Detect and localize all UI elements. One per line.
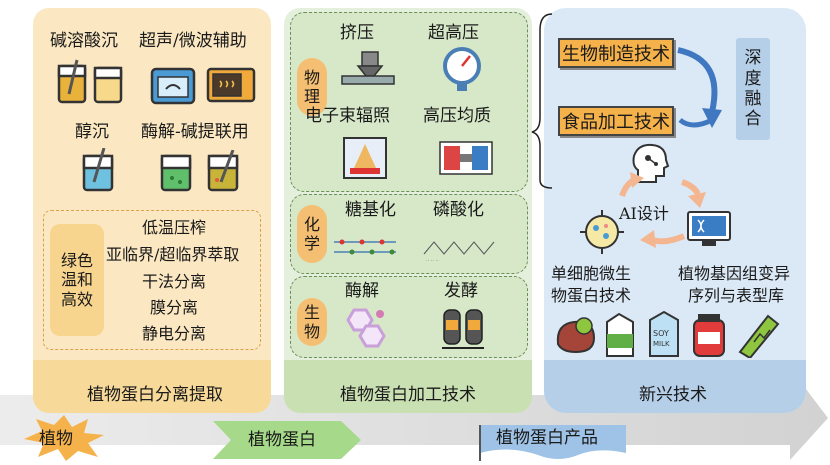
phosphorylation-structure-icon: ·· ·· ·· — [423, 241, 495, 264]
physical-ultrahigh-pressure: 超高压 — [428, 23, 479, 43]
ai-cycle-arrows — [619, 172, 706, 248]
microbe-icon — [580, 210, 624, 254]
ethanol-beaker-icon — [82, 148, 114, 192]
microwave-icon — [206, 67, 256, 103]
ai-design-label: AI设计 — [619, 204, 669, 223]
green-label-2: 温和 — [60, 270, 93, 290]
biological-fermentation: 发酵 — [444, 281, 478, 301]
stage-product-flag — [479, 425, 626, 461]
single-cell-line1: 单细胞微生 — [551, 264, 632, 283]
fermenter-icon — [442, 309, 484, 349]
stage-plant-label: 植物 — [39, 429, 73, 449]
method-alkali-acid: 碱溶酸沉 — [50, 31, 118, 51]
beaker-icon — [57, 59, 123, 104]
protein-bar-icon — [738, 314, 780, 358]
method-enzyme-alkali: 酶解-碱提联用 — [141, 122, 249, 142]
biological-tag-2: 物 — [303, 322, 320, 341]
deep-fusion-4: 合 — [744, 109, 762, 130]
green-method-membrane: 膜分离 — [150, 298, 199, 317]
plant-burst-icon — [24, 415, 104, 461]
chemical-phosphorylation: 磷酸化 — [433, 200, 484, 220]
fusion-arrows — [677, 47, 722, 128]
pressure-gauge-icon — [443, 47, 481, 91]
alkali-beaker-icon — [207, 150, 239, 192]
genome-computer-icon — [687, 211, 731, 246]
homogenizer-icon — [439, 141, 493, 175]
biological-tag: 生 物 — [297, 298, 327, 346]
physical-high-pressure-homogenization: 高压均质 — [423, 106, 491, 126]
chemical-tag: 化 学 — [297, 205, 327, 263]
green-methods-box — [43, 210, 261, 350]
genome-line2: 序列与表型库 — [688, 286, 785, 305]
chemical-box — [290, 194, 528, 274]
chemical-tag-2: 学 — [303, 234, 320, 253]
physical-tag: 物 理 — [297, 58, 327, 116]
green-label-3: 高效 — [60, 289, 93, 309]
extruder-icon — [341, 51, 395, 85]
green-method-dry-separation: 干法分离 — [142, 272, 207, 291]
stage-protein-label: 植物蛋白 — [248, 430, 316, 450]
green-method-supercritical: 亚临界/超临界萃取 — [106, 245, 240, 264]
stage-product-label: 植物蛋白产品 — [496, 428, 598, 448]
ai-head-icon — [632, 143, 670, 183]
soy-milk-icon: SOY MILK — [649, 310, 679, 357]
method-ultrasound-microwave: 超声/微波辅助 — [139, 31, 247, 51]
electron-beam-icon — [343, 137, 387, 179]
extraction-footer — [33, 360, 271, 413]
bracket-connector — [531, 13, 553, 189]
deep-fusion-box: 深 度 融 合 — [736, 38, 770, 140]
physical-extrusion: 挤压 — [340, 23, 374, 43]
protein-powder-icon — [693, 314, 725, 357]
enzyme-beaker-icon — [160, 154, 192, 192]
glycosylation-structure-icon — [334, 239, 396, 255]
processing-footer — [284, 360, 532, 413]
deep-fusion-3: 融 — [744, 89, 762, 109]
green-label-1: 绿色 — [60, 251, 93, 271]
deep-fusion-2: 度 — [744, 68, 762, 89]
emerging-footer-label: 新兴技术 — [639, 385, 707, 405]
svg-text:·· ·· ··: ·· ·· ·· — [426, 258, 439, 264]
processing-footer-label: 植物蛋白加工技术 — [340, 385, 476, 405]
deep-fusion-1: 深 — [744, 48, 762, 69]
green-label-scroll: 绿色 温和 高效 — [50, 224, 104, 336]
physical-electron-beam: 电子束辐照 — [305, 106, 390, 126]
green-method-cold-press: 低温压榨 — [142, 218, 207, 237]
physical-tag-1: 物 — [303, 67, 320, 87]
plant-meat-icon — [556, 317, 596, 354]
extraction-footer-label: 植物蛋白分离提取 — [87, 385, 223, 405]
emerging-footer — [544, 360, 806, 413]
chemical-tag-1: 化 — [303, 214, 320, 234]
svg-text:MILK: MILK — [653, 340, 670, 348]
molecule-icon — [346, 308, 386, 348]
plant-milk-carton-icon — [606, 312, 634, 357]
biological-tag-1: 生 — [303, 302, 320, 322]
single-cell-line2: 物蛋白技术 — [551, 286, 632, 305]
method-ethanol-precipitation: 醇沉 — [75, 122, 109, 142]
food-processing-label: 食品加工技术 — [562, 112, 670, 133]
ultrasound-bath-icon — [150, 67, 196, 105]
physical-tag-2: 理 — [303, 87, 320, 106]
genome-line1: 植物基因组变异 — [678, 264, 791, 283]
stage-protein-arrow — [213, 421, 361, 459]
biological-enzymolysis: 酶解 — [345, 281, 379, 301]
svg-text:SOY: SOY — [653, 329, 669, 338]
chemical-glycosylation: 糖基化 — [345, 200, 396, 220]
biological-box — [290, 276, 528, 358]
bio-manufacturing-label: 生物制造技术 — [562, 44, 670, 65]
green-method-electrostatic: 静电分离 — [142, 324, 207, 343]
bio-manufacturing-box: 生物制造技术 — [558, 38, 674, 68]
food-processing-box: 食品加工技术 — [558, 106, 674, 136]
